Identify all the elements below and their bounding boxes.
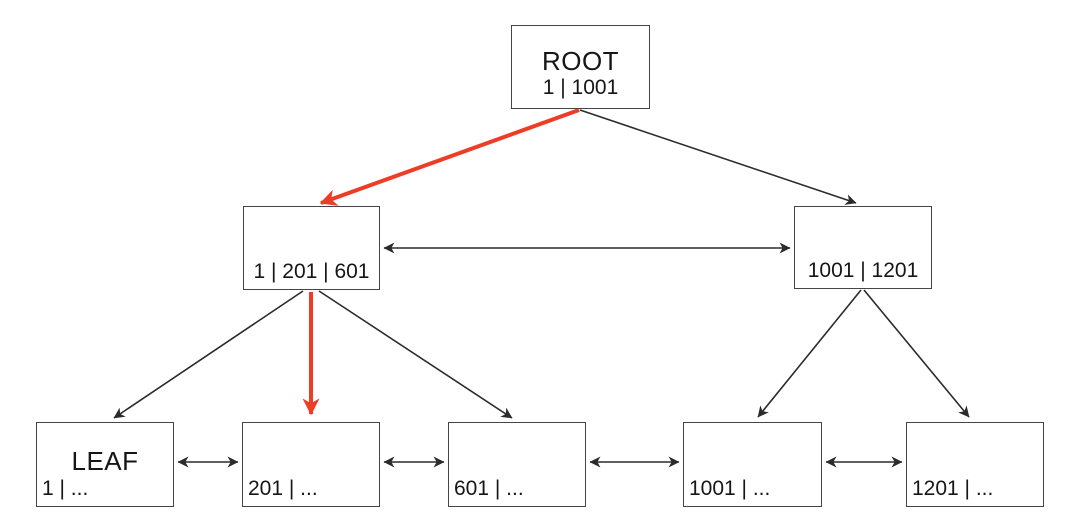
leaf-node-4-keys: 1001 | ... <box>689 476 771 500</box>
leaf-node-3-keys: 601 | ... <box>454 476 524 500</box>
leaf-node-2: 201 | ... <box>242 422 380 507</box>
leaf-node-1: LEAF 1 | ... <box>36 422 174 507</box>
edge-internal-right-to-leaf5 <box>863 289 970 418</box>
root-node-keys: 1 | 1001 <box>542 75 619 99</box>
leaf-node-1-title: LEAF <box>71 446 139 477</box>
leaf-node-3: 601 | ... <box>448 422 586 507</box>
edge-internal-right-to-leaf4 <box>757 289 862 418</box>
edge-root-to-internal-left-highlight <box>319 108 580 206</box>
edge-internal-left-to-leaf3 <box>318 290 513 419</box>
leaf-node-4: 1001 | ... <box>683 422 822 507</box>
root-node: ROOT 1 | 1001 <box>511 25 650 109</box>
internal-node-left: 1 | 201 | 601 <box>243 206 380 290</box>
leaf-node-2-keys: 201 | ... <box>248 476 318 500</box>
internal-node-left-keys: 1 | 201 | 601 <box>253 259 370 283</box>
leaf-node-5: 1201 | ... <box>906 422 1044 507</box>
internal-node-right: 1001 | 1201 <box>794 206 932 289</box>
root-node-title: ROOT <box>541 46 620 77</box>
leaf-node-1-keys: 1 | ... <box>42 476 89 500</box>
internal-node-right-keys: 1001 | 1201 <box>807 258 919 282</box>
edge-root-to-internal-right <box>579 109 857 205</box>
edge-internal-left-to-leaf1 <box>113 290 304 419</box>
leaf-node-5-keys: 1201 | ... <box>912 476 994 500</box>
